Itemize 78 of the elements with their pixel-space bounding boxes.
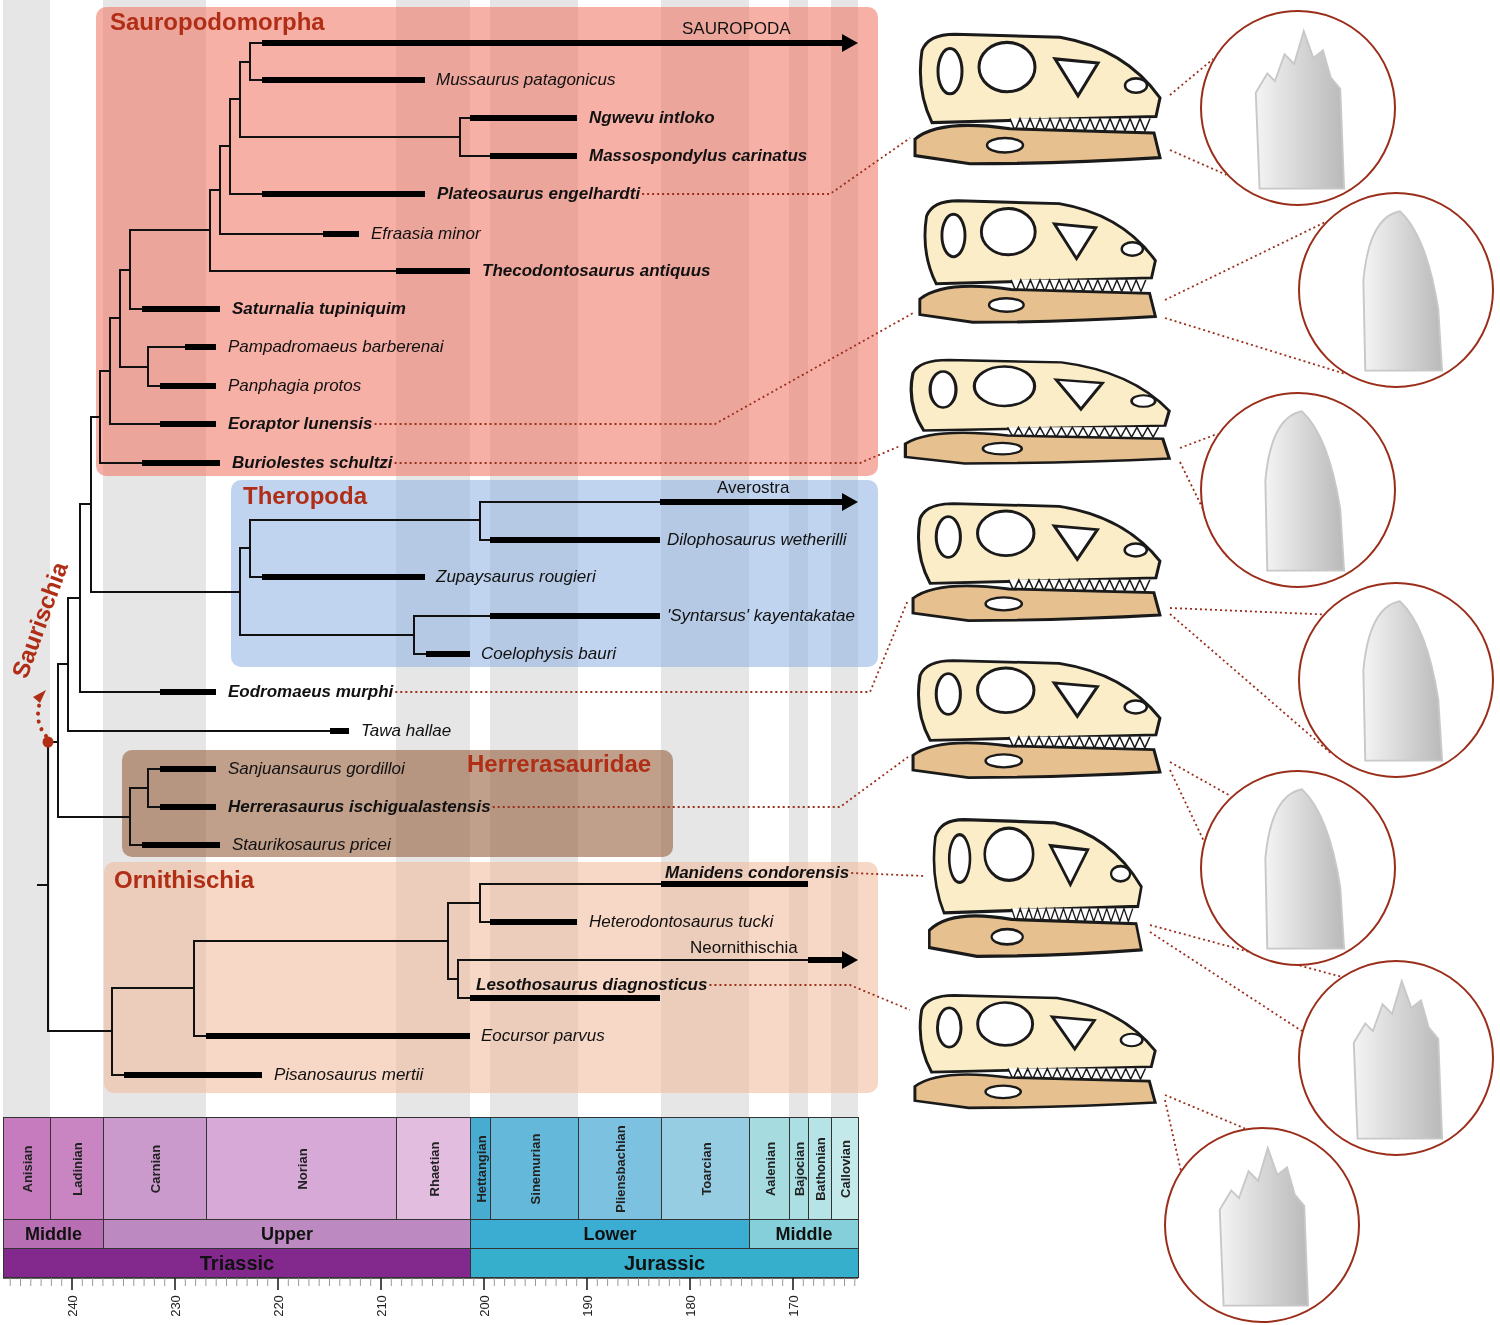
leader-line — [1169, 58, 1215, 96]
leader-line — [393, 445, 901, 464]
leader-line — [850, 872, 926, 877]
taxon-name: Manidens condorensis — [665, 863, 850, 883]
leader-line — [1164, 1094, 1246, 1130]
clade-label: Averostra — [717, 478, 790, 498]
stage-label: Callovian — [837, 1139, 853, 1198]
clade-box — [96, 7, 878, 476]
epoch-label: Middle — [775, 1223, 833, 1245]
tick-label: 240 — [64, 1295, 80, 1317]
stage-label: Hettangian — [473, 1134, 488, 1203]
leader-line — [394, 599, 909, 693]
clade-box — [104, 862, 878, 1093]
stage-label: Carnian — [147, 1144, 163, 1193]
taxon-name: Buriolestes schultzi — [232, 453, 393, 473]
clade-title: Herrerasauridae — [467, 750, 652, 778]
leader-line — [373, 311, 916, 425]
stage-label: Rhaetian — [426, 1141, 441, 1196]
tick-label: 170 — [785, 1295, 801, 1317]
leader-line — [1164, 317, 1347, 375]
leader-line — [1149, 924, 1343, 978]
taxon-name: Thecodontosaurus antiquus — [482, 261, 711, 281]
taxon-name: Pampadromaeus barberenai — [228, 337, 444, 357]
taxon-name: Eocursor parvus — [481, 1026, 605, 1046]
leader-line — [491, 756, 909, 808]
stage-label: Ladinian — [69, 1141, 85, 1196]
taxon-name: Pisanosaurus mertii — [274, 1065, 424, 1085]
stage-label: Toarcian — [698, 1141, 713, 1196]
tick-label: 230 — [167, 1295, 183, 1317]
taxon-name: Mussaurus patagonicus — [436, 70, 616, 90]
taxon-name: Tawa hallae — [361, 721, 452, 741]
leader-line — [1169, 769, 1205, 842]
taxon-name: 'Syntarsus' kayentakatae — [667, 606, 855, 626]
tick-label: 220 — [270, 1295, 286, 1317]
stage-label: Pliensbachian — [612, 1124, 628, 1213]
stage-label: Anisian — [19, 1145, 35, 1192]
stage-label: Aalenian — [762, 1141, 777, 1196]
clade-box — [231, 480, 878, 667]
clade-title: Ornithischia — [114, 866, 255, 894]
taxon-name: Sanjuansaurus gordilloi — [228, 759, 405, 779]
taxon-name: Coelophysis bauri — [481, 644, 617, 664]
taxon-name: Ngwevu intloko — [589, 108, 715, 128]
taxon-name: Dilophosaurus wetherilli — [667, 530, 847, 550]
epoch-label: Lower — [583, 1223, 637, 1245]
leader-line — [641, 137, 911, 195]
stage-label: Norian — [294, 1147, 309, 1190]
stage-label: Sinemurian — [527, 1133, 542, 1204]
stage-label: Bathonian — [812, 1136, 828, 1201]
tick-label: 210 — [373, 1295, 389, 1317]
tick-label: 190 — [579, 1295, 595, 1317]
clade-title: Sauropodomorpha — [110, 8, 325, 36]
leader-line — [1169, 607, 1325, 616]
period-label: Triassic — [199, 1251, 275, 1275]
taxon-name: Heterodontosaurus tucki — [589, 912, 774, 932]
taxon-name: Eodromaeus murphi — [228, 682, 394, 702]
tick-label: 200 — [476, 1295, 492, 1317]
taxon-name: Lesothosaurus diagnosticus — [476, 975, 708, 995]
clade-title: Theropoda — [243, 482, 367, 510]
taxon-name: Herrerasaurus ischigualastensis — [228, 797, 491, 817]
leader-line — [708, 984, 911, 1011]
tick-label: 180 — [682, 1295, 698, 1317]
period-label: Jurassic — [623, 1251, 706, 1275]
taxon-name: Staurikosaurus pricei — [232, 835, 391, 855]
epoch-label: Middle — [25, 1223, 82, 1245]
taxon-name: Eoraptor lunensis — [228, 414, 373, 434]
epoch-label: Upper — [261, 1223, 313, 1245]
leader-line — [1164, 1099, 1182, 1172]
taxon-name: Panphagia protos — [228, 376, 362, 396]
clade-label: Neornithischia — [690, 938, 798, 958]
clade-label: SAUROPODA — [682, 19, 791, 39]
clade-box — [122, 750, 673, 857]
taxon-name: Zupaysaurus rougieri — [436, 567, 596, 587]
taxon-name: Plateosaurus engelhardti — [437, 184, 641, 204]
taxon-name: Massospondylus carinatus — [589, 146, 808, 166]
leader-line — [1164, 221, 1327, 301]
taxon-name: Efraasia minor — [371, 224, 481, 244]
taxon-name: Saturnalia tupiniquim — [232, 299, 406, 319]
stage-label: Bajocian — [791, 1141, 807, 1196]
